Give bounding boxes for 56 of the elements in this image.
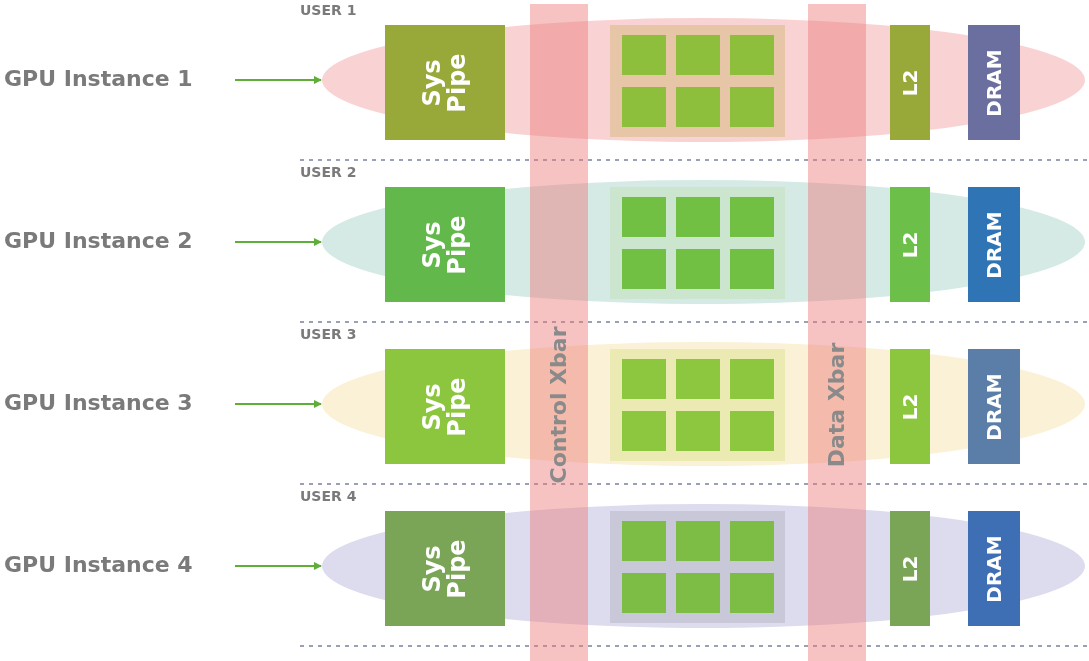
user-label: USER 4 bbox=[300, 488, 357, 504]
sm-block bbox=[730, 249, 774, 289]
l2-cache-block: L2 bbox=[890, 511, 930, 626]
sys-pipe-block: Sys Pipe bbox=[385, 511, 505, 626]
user-label: USER 3 bbox=[300, 326, 357, 342]
crossbar-label: Control Xbar bbox=[547, 326, 571, 484]
sm-block bbox=[730, 573, 774, 613]
instance-label: GPU Instance 1 bbox=[4, 62, 229, 96]
sm-block bbox=[622, 573, 666, 613]
sm-block bbox=[622, 411, 666, 451]
sys-pipe-block: Sys Pipe bbox=[385, 187, 505, 302]
crossbar-band bbox=[530, 4, 588, 661]
arrow bbox=[234, 238, 322, 246]
l2-cache-block: L2 bbox=[890, 187, 930, 302]
instance-label: GPU Instance 4 bbox=[4, 548, 229, 582]
sm-block bbox=[730, 359, 774, 399]
crossbar-band bbox=[808, 4, 866, 661]
sm-block bbox=[730, 521, 774, 561]
sys-pipe-block: Sys Pipe bbox=[385, 349, 505, 464]
sm-block bbox=[622, 521, 666, 561]
sm-block bbox=[622, 197, 666, 237]
sm-array-panel bbox=[610, 349, 785, 461]
sm-block bbox=[622, 87, 666, 127]
dram-block: DRAM bbox=[968, 511, 1020, 626]
sm-block bbox=[676, 359, 720, 399]
sm-array-panel bbox=[610, 187, 785, 299]
sm-block bbox=[676, 573, 720, 613]
sm-block bbox=[676, 87, 720, 127]
l2-cache-block: L2 bbox=[890, 349, 930, 464]
dram-block: DRAM bbox=[968, 25, 1020, 140]
instance-label: GPU Instance 3 bbox=[4, 386, 229, 420]
arrow bbox=[234, 400, 322, 408]
sm-block bbox=[676, 411, 720, 451]
user-label: USER 2 bbox=[300, 164, 357, 180]
sm-array-panel bbox=[610, 25, 785, 137]
sm-block bbox=[730, 197, 774, 237]
user-label: USER 1 bbox=[300, 2, 357, 18]
sm-block bbox=[622, 35, 666, 75]
arrow bbox=[234, 76, 322, 84]
dram-block: DRAM bbox=[968, 349, 1020, 464]
sm-block bbox=[622, 249, 666, 289]
sm-array-panel bbox=[610, 511, 785, 623]
sm-block bbox=[730, 87, 774, 127]
sm-block bbox=[730, 35, 774, 75]
instance-label: GPU Instance 2 bbox=[4, 224, 229, 258]
sm-block bbox=[676, 197, 720, 237]
sys-pipe-block: Sys Pipe bbox=[385, 25, 505, 140]
sm-block bbox=[676, 521, 720, 561]
sm-block bbox=[676, 249, 720, 289]
crossbar-label: Data Xbar bbox=[825, 342, 849, 468]
sm-block bbox=[622, 359, 666, 399]
dram-block: DRAM bbox=[968, 187, 1020, 302]
sm-block bbox=[730, 411, 774, 451]
sm-block bbox=[676, 35, 720, 75]
l2-cache-block: L2 bbox=[890, 25, 930, 140]
arrow bbox=[234, 562, 322, 570]
